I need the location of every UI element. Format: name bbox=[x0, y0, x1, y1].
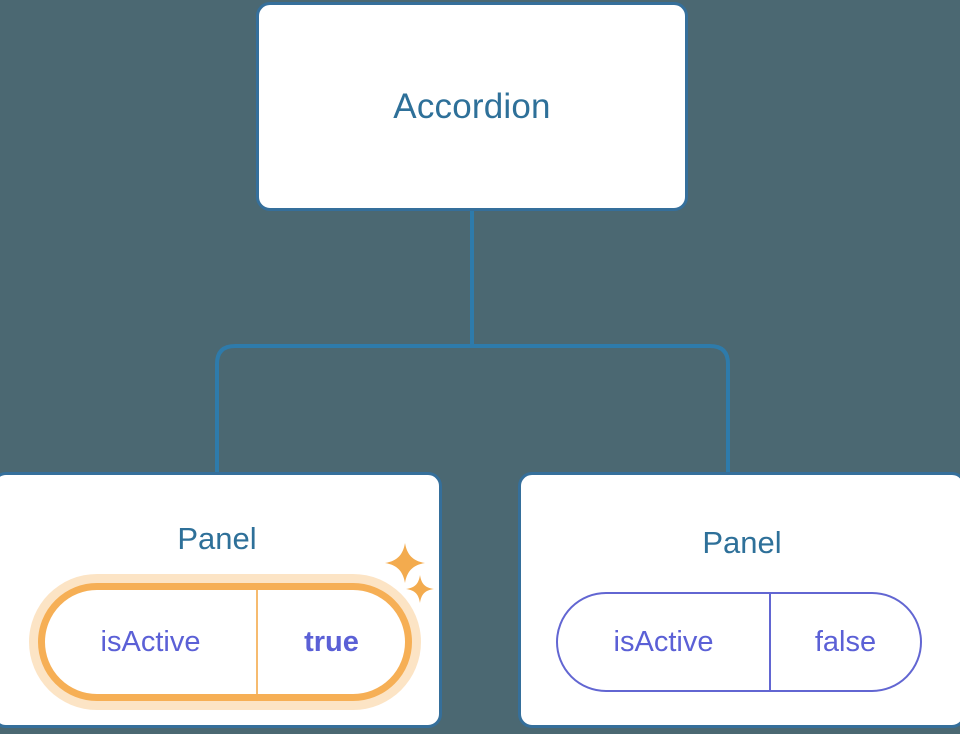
prop-pill-isactive-true[interactable]: isActive true bbox=[38, 583, 412, 701]
prop-pill-isactive-false[interactable]: isActive false bbox=[556, 592, 922, 692]
prop-value-label: true bbox=[304, 625, 359, 658]
connector-branch-bar bbox=[215, 344, 730, 472]
node-panel-active-label: Panel bbox=[177, 521, 257, 556]
prop-key-label: isActive bbox=[558, 594, 771, 690]
node-panel-inactive-label: Panel bbox=[702, 525, 782, 560]
node-accordion[interactable]: Accordion bbox=[256, 2, 688, 211]
prop-value-label: false bbox=[814, 625, 877, 658]
node-accordion-label: Accordion bbox=[393, 87, 551, 126]
prop-key-label: isActive bbox=[45, 590, 258, 694]
